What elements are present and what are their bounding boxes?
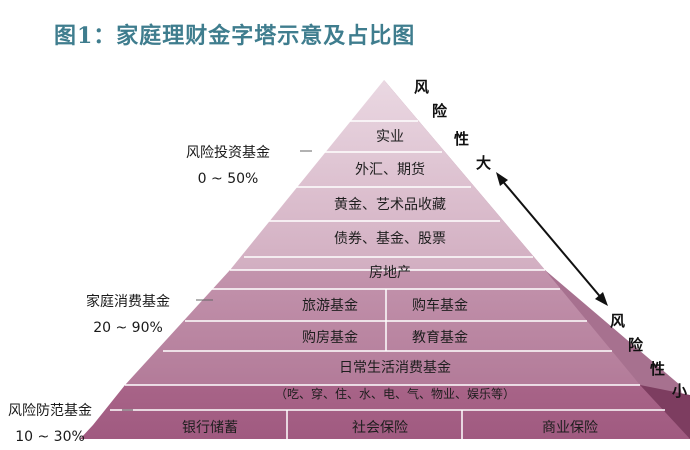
fund-investment-range: 0 ~ 50% [197, 171, 259, 187]
layer-real-estate: 房地产 [369, 265, 411, 281]
layer-daily-living-fund: 日常生活消费基金 [339, 359, 451, 376]
risk-high-char-3: 性 [454, 130, 470, 148]
layer-gold-art: 黄金、艺术品收藏 [334, 196, 446, 213]
layer-dividers [110, 120, 665, 439]
risk-low-char-1: 风 [610, 312, 626, 330]
risk-high-char-1: 风 [414, 78, 430, 96]
fund-investment-name: 风险投资基金 [186, 145, 270, 161]
layer-bonds-funds-stocks: 债券、基金、股票 [334, 230, 446, 247]
fund-protection: 风险防范基金 10 ~ 30% [8, 398, 92, 450]
layer-commercial-insurance: 商业保险 [542, 420, 598, 436]
fund-consumption-name: 家庭消费基金 [86, 294, 170, 310]
layer-travel-fund: 旅游基金 [302, 297, 358, 314]
layer-shiye: 实业 [376, 129, 404, 145]
layer-social-insurance: 社会保险 [352, 420, 408, 436]
pyramid-bottom-section [80, 385, 690, 439]
risk-arrow [496, 172, 608, 306]
risk-low-char-3: 性 [650, 360, 666, 378]
pyramid-diagram: 实业 外汇、期货 黄金、艺术品收藏 债券、基金、股票 房地产 旅游基金 购车基金… [80, 80, 690, 439]
risk-low-char-4: 小 [672, 382, 688, 400]
layer-bank-savings: 银行储蓄 [182, 420, 238, 436]
fund-consumption-range: 20 ~ 90% [93, 320, 163, 336]
pyramid-side-face [384, 80, 690, 439]
risk-high-char-4: 大 [476, 154, 492, 172]
figure-title: 图1：家庭理财金字塔示意及占比图 [54, 23, 416, 49]
layer-house-fund: 购房基金 [302, 329, 358, 346]
fund-label-connectors [122, 150, 312, 411]
risk-low-char-2: 险 [628, 336, 644, 354]
layer-daily-living-detail: （吃、穿、住、水、电、气、物业、娱乐等） [275, 386, 515, 401]
risk-high-char-2: 险 [432, 102, 448, 120]
layer-car-fund: 购车基金 [412, 297, 468, 314]
layer-forex-futures: 外汇、期货 [355, 161, 425, 178]
pyramid-middle-section [125, 270, 640, 385]
fund-protection-range: 10 ~ 30% [15, 429, 85, 445]
pyramid-top-section [230, 80, 545, 270]
fund-consumption: 家庭消费基金 20 ~ 90% [86, 289, 170, 341]
layer-education-fund: 教育基金 [412, 329, 468, 346]
fund-protection-name: 风险防范基金 [8, 403, 92, 419]
fund-investment: 风险投资基金 0 ~ 50% [186, 140, 270, 192]
